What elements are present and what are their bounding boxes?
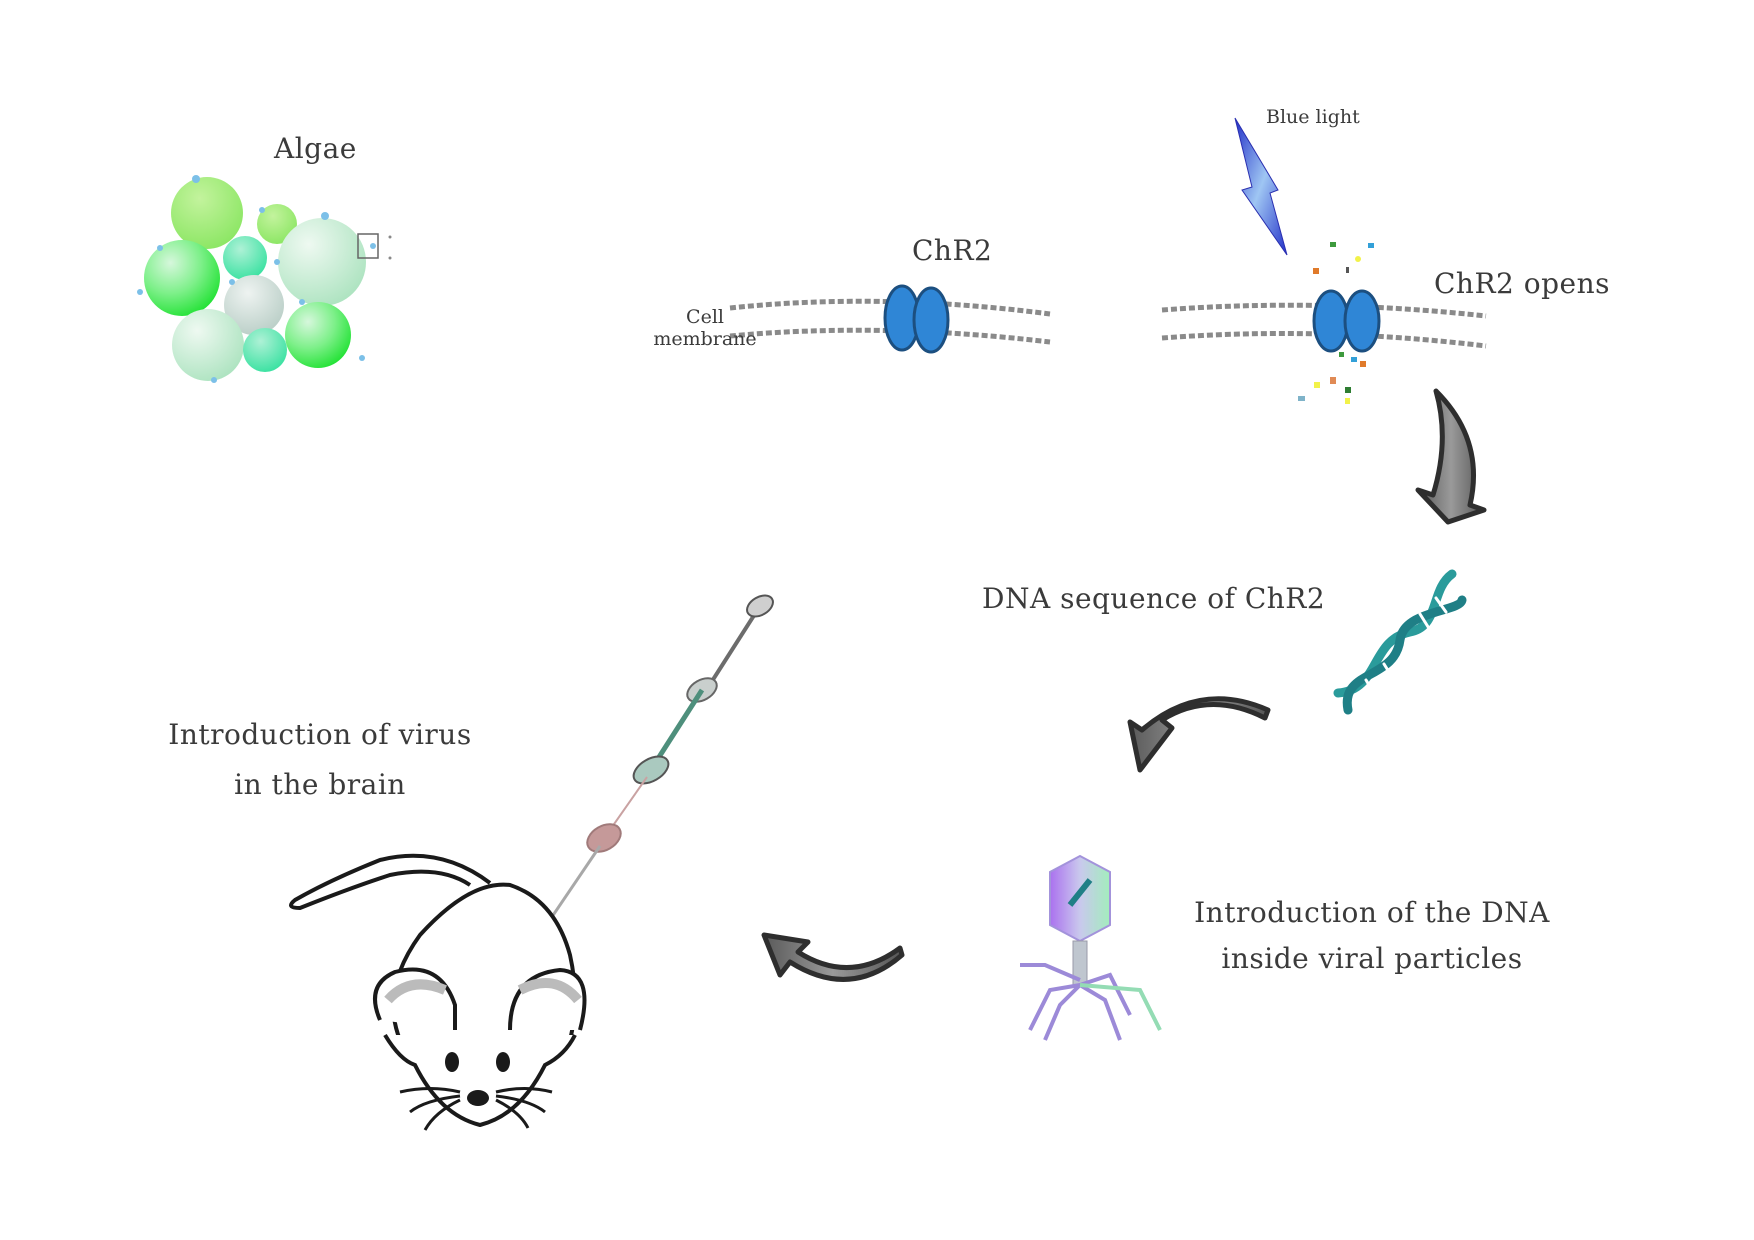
label-dna-in-virus: Introduction of the DNA inside viral par…: [1172, 890, 1572, 982]
algae-cell: [285, 302, 351, 368]
algae-cell: [223, 236, 267, 280]
ion-particles: [1298, 242, 1374, 404]
label-dna-in-virus-line1: Introduction of the DNA: [1194, 896, 1550, 929]
algae-cell: [172, 309, 244, 381]
label-dna-in-virus-line2: inside viral particles: [1221, 942, 1523, 975]
label-cell-membrane: Cell membrane: [640, 306, 770, 350]
algae-cell: [144, 240, 220, 316]
arrow-to-mouse-icon: [761, 932, 905, 982]
label-virus-in-brain-line2: in the brain: [234, 768, 406, 801]
label-chr2-opens: ChR2 opens: [1434, 267, 1611, 300]
syringe-plunger: [746, 594, 774, 618]
algae-cell: [224, 275, 284, 335]
label-chr2: ChR2: [912, 234, 993, 267]
label-virus-in-brain-line1: Introduction of virus: [168, 718, 472, 751]
label-cell-membrane-line2: membrane: [653, 328, 757, 350]
chr2-channel-open-icon: [1312, 289, 1381, 353]
label-dna-sequence: DNA sequence of ChR2: [982, 582, 1326, 615]
algae-cell: [257, 204, 297, 244]
label-blue-light: Blue light: [1266, 106, 1360, 128]
viral-particle-icon: [1020, 854, 1162, 1041]
label-cell-membrane-line1: Cell: [686, 306, 724, 328]
mouse-icon: [289, 853, 587, 1131]
blue-light-lightning-icon: [1234, 117, 1288, 256]
algae-cell: [171, 177, 243, 249]
algae-cluster-icon: [137, 175, 392, 383]
arrow-to-virus-icon: [1127, 696, 1271, 773]
label-algae: Algae: [274, 132, 357, 165]
algae-cell: [278, 218, 366, 306]
cell-membrane-open: [1161, 242, 1487, 404]
algae-cell: [243, 328, 287, 372]
cell-membrane-closed: [729, 284, 1051, 354]
arrow-to-dna-icon: [1415, 388, 1487, 525]
dna-helix-icon: [1333, 569, 1467, 715]
label-virus-in-brain: Introduction of virus in the brain: [150, 710, 490, 810]
chr2-channel-closed-icon: [883, 284, 950, 354]
